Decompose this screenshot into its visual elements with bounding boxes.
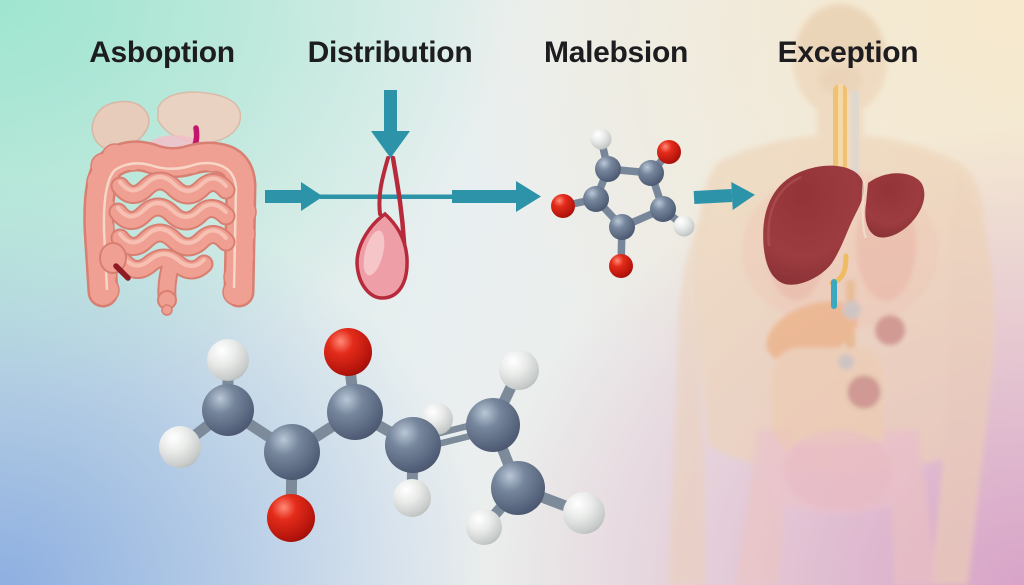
flow-arrows [265,90,755,212]
right-arrow-1 [265,182,323,211]
stage-label-distribution: Distribution [307,36,473,69]
stage-label-absorption: Asboption [89,36,235,69]
esophagus-illustration [833,84,859,182]
right-arrow-3 [693,182,755,210]
stage-label-metabolism: Malebsion [544,36,688,69]
liver-illustration [763,165,925,309]
down-arrow [371,90,410,158]
stage-label-excretion: Exception [777,36,919,69]
connector-line [320,194,456,199]
intestines-illustration [83,91,257,316]
cyclic-molecule-3d-icon [551,128,695,278]
gallbladder-bile-duct-illustration [355,155,409,300]
right-arrow-2 [452,181,541,212]
ball-and-stick-molecule-3d-icon [159,328,605,545]
